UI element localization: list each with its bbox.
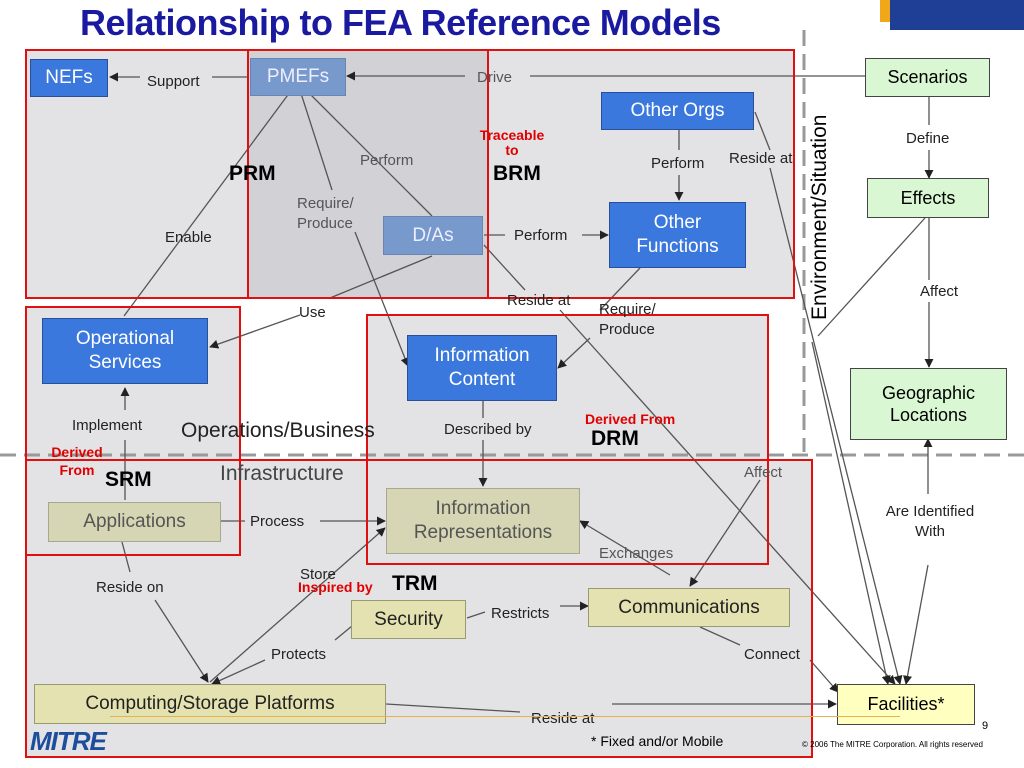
computing-storage-box[interactable]: Computing/Storage Platforms <box>34 684 386 724</box>
information-content-box[interactable]: Information Content <box>407 335 557 401</box>
srm-boundary <box>25 306 241 556</box>
mitre-logo: MITRE <box>30 726 107 756</box>
effects-box[interactable]: Effects <box>867 178 989 218</box>
edge-label-implement: Implement <box>72 417 143 434</box>
edge-label-connect: Connect <box>744 646 800 663</box>
edge-label-protects: Protects <box>271 646 327 663</box>
geographic-locations-box[interactable]: Geographic Locations <box>850 368 1007 440</box>
edge-label-use: Use <box>299 304 326 321</box>
edge-label-reside-at-das: Reside at <box>507 292 571 309</box>
information-representations-box[interactable]: Information Representations <box>386 488 580 554</box>
corner-brand-bar <box>890 0 1024 30</box>
security-box[interactable]: Security <box>351 600 466 639</box>
drm-label: DRM <box>591 427 639 450</box>
environment-situation-label: Environment/Situation <box>808 114 831 320</box>
edge-label-drive: Drive <box>477 69 513 86</box>
infrastructure-label: Infrastructure <box>220 462 344 485</box>
inspired-by-label: Inspired by <box>298 579 373 595</box>
derived-from-drm-label: Derived From <box>585 411 676 427</box>
trm-label: TRM <box>392 572 438 595</box>
slide-title: Relationship to FEA Reference Models <box>80 2 721 43</box>
facilities-box[interactable]: Facilities* <box>837 684 975 725</box>
srm-label: SRM <box>105 468 152 491</box>
edge-label-store: Store <box>300 566 336 583</box>
trm-boundary <box>25 459 813 758</box>
edge-label-perform-functions: Perform <box>514 227 568 244</box>
edge-label-process: Process <box>250 513 305 530</box>
prm-label: PRM <box>229 162 276 185</box>
brm-boundary <box>487 49 795 299</box>
other-orgs-box[interactable]: Other Orgs <box>601 92 754 130</box>
nefs-box[interactable]: NEFs <box>30 59 108 97</box>
operational-services-box[interactable]: Operational Services <box>42 318 208 384</box>
corner-accent <box>880 0 890 22</box>
edge-label-described-by: Described by <box>444 421 532 438</box>
edge-label-affect-geo: Affect <box>920 283 959 300</box>
edge-label-restricts: Restricts <box>491 605 550 622</box>
page-number: 9 <box>982 720 989 732</box>
scenarios-box[interactable]: Scenarios <box>865 58 990 97</box>
brm-label: BRM <box>493 162 541 185</box>
copyright: © 2006 The MITRE Corporation. All rights… <box>802 740 983 749</box>
edge-label-reside-on: Reside on <box>96 579 164 596</box>
derived-from-srm-label: Derived From <box>51 444 103 478</box>
communications-box[interactable]: Communications <box>588 588 790 627</box>
das-box[interactable]: D/As <box>383 216 483 255</box>
edge-label-reside-at-facilities: Reside at <box>531 710 595 727</box>
drm-boundary <box>366 314 769 565</box>
pmefs-box[interactable]: PMEFs <box>250 58 346 96</box>
footer-rule <box>110 716 900 717</box>
edge-label-define: Define <box>906 130 950 147</box>
operations-business-label: Operations/Business <box>181 419 375 442</box>
edge-label-perform-das: Perform <box>360 152 414 169</box>
edge-label-enable: Enable <box>165 229 212 246</box>
edge-label-are-identified-with: Are Identified With <box>885 503 975 541</box>
edge-label-perform-orgs: Perform <box>651 155 705 172</box>
edge-label-require-produce-pmefs: Require/ Produce <box>297 195 354 232</box>
edge-label-require-produce-functions: Require/ Produce <box>599 301 656 338</box>
edge-label-exchanges: Exchanges <box>599 545 674 562</box>
edge-label-affect-comm: Affect <box>744 464 783 481</box>
traceable-to-label: Traceable to <box>479 127 545 159</box>
edge-label-reside-at-orgs: Reside at <box>729 150 793 167</box>
edge-label-support: Support <box>147 73 200 90</box>
footnote: * Fixed and/or Mobile <box>591 733 724 749</box>
other-functions-box[interactable]: Other Functions <box>609 202 746 268</box>
applications-box[interactable]: Applications <box>48 502 221 542</box>
